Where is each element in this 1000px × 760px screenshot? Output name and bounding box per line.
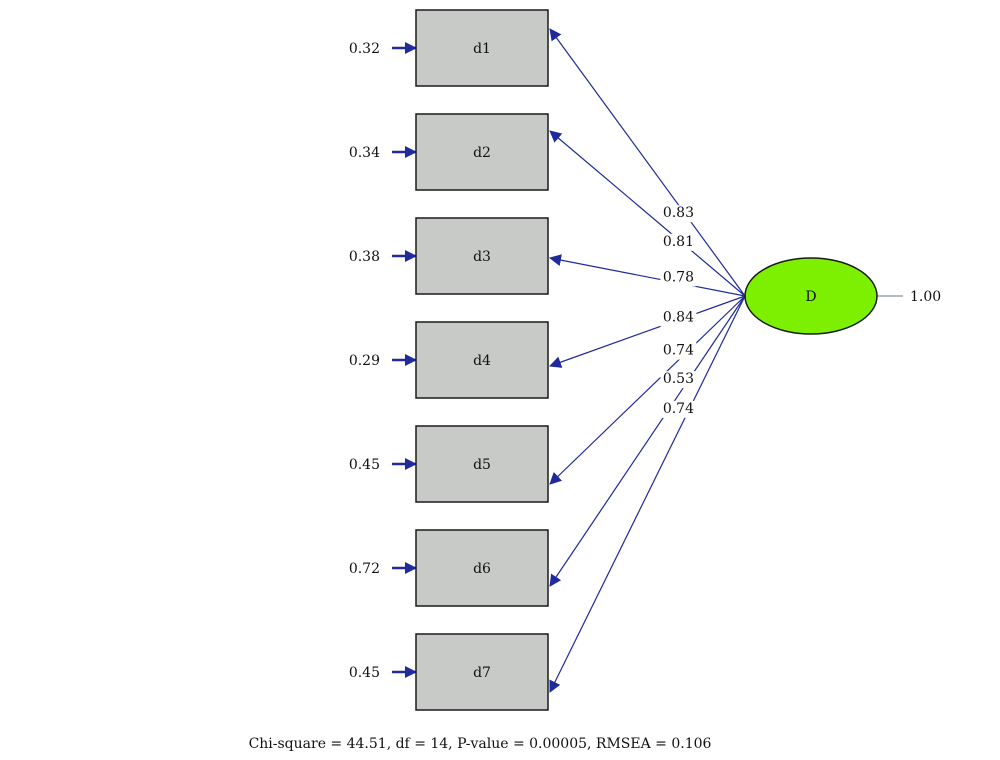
error-variance-d5: 0.45 [349,457,380,473]
indicator-label-d4: d4 [473,353,491,369]
indicator-box-d4 [415,321,549,399]
error-variance-d1: 0.32 [349,41,380,57]
error-variance-d7: 0.45 [349,665,380,681]
indicator-box-d2 [415,113,549,191]
loading-label-d2: 0.81 [663,234,694,250]
indicator-box-d1 [415,9,549,87]
loading-path-d2 [549,130,746,297]
indicator-label-d5: d5 [473,457,491,473]
error-variance-d4: 0.29 [349,353,380,369]
latent-factor-label: D [805,289,816,305]
error-variance-d2: 0.34 [349,145,380,161]
loading-path-d5 [549,295,746,485]
loading-label-backdrop [660,233,697,251]
error-variance-d6: 0.72 [349,561,380,577]
indicator-label-d7: d7 [473,665,491,681]
loading-label-d5: 0.74 [663,343,694,359]
loading-label-backdrop [660,342,697,360]
indicator-label-d6: d6 [473,561,491,577]
indicator-label-d2: d2 [473,145,491,161]
loading-label-d3: 0.78 [663,269,694,285]
loading-label-d6: 0.53 [663,371,694,387]
indicator-box-d7 [415,633,549,711]
loading-path-d1 [549,28,746,297]
latent-factor-ellipse [744,257,878,335]
loading-label-backdrop [660,269,697,287]
loading-label-backdrop [660,205,697,223]
indicator-label-d3: d3 [473,249,491,265]
indicator-box-d5 [415,425,549,503]
loading-label-backdrop [660,400,697,418]
loading-path-d3 [549,254,746,297]
indicator-box-d3 [415,217,549,295]
loading-path-d7 [549,295,746,693]
fit-statistics: Chi-square = 44.51, df = 14, P-value = 0… [249,736,712,752]
latent-variance-label: 1.00 [910,289,941,305]
loading-label-d7: 0.74 [663,401,694,417]
indicator-box-d6 [415,529,549,607]
indicator-label-d1: d1 [473,41,491,57]
loading-label-d4: 0.84 [663,310,694,326]
loading-path-d4 [549,295,746,368]
loading-label-backdrop [660,371,697,389]
error-variance-d3: 0.38 [349,249,380,265]
loading-label-backdrop [660,309,697,327]
loading-path-d6 [549,295,746,587]
loading-label-d1: 0.83 [663,205,694,221]
